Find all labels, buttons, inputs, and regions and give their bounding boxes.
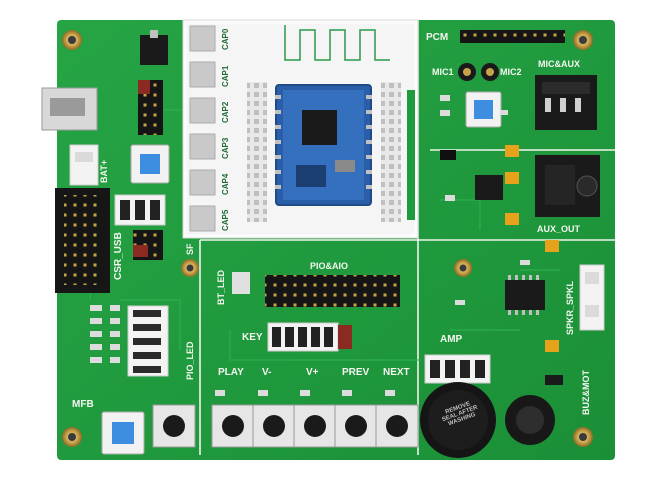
label-cap1: CAP1 (221, 65, 230, 87)
label-aux-out: AUX_OUT (537, 224, 581, 234)
label-amp: AMP (440, 334, 463, 345)
capacitor (505, 145, 519, 157)
label-cap0: CAP0 (221, 28, 230, 50)
label-cap3: CAP3 (221, 137, 230, 159)
label-pio-led: PIO_LED (185, 341, 195, 380)
label-next: NEXT (383, 367, 410, 378)
mounting-holes (62, 30, 593, 447)
label-mfb: MFB (72, 399, 94, 410)
capacitor (545, 240, 559, 252)
capacitor (505, 213, 519, 225)
pio-aio-header (265, 275, 400, 307)
label-buz-mot: BUZ&MOT (581, 370, 591, 415)
tactile-buttons (152, 404, 419, 448)
label-v-minus: V- (262, 367, 272, 378)
amp-ic (505, 280, 545, 310)
label-pio-aio: PIO&AIO (310, 261, 349, 271)
regulator (140, 35, 168, 65)
label-spkr-spkl: SPKR_SPKL (565, 280, 575, 335)
label-mic1: MIC1 (432, 67, 454, 77)
label-v-plus: V+ (306, 367, 319, 378)
label-sf: SF (185, 243, 195, 255)
label-cap4: CAP4 (221, 173, 230, 195)
label-cap2: CAP2 (221, 101, 230, 123)
label-mic2: MIC2 (500, 67, 522, 77)
audio-ic (475, 175, 503, 200)
label-mic-aux: MIC&AUX (538, 59, 580, 69)
capacitor (545, 340, 559, 352)
battery-connector (69, 144, 99, 186)
label-key: KEY (242, 332, 263, 343)
capacitor (505, 172, 519, 184)
adapter-pin-row-right (381, 82, 401, 222)
label-cap5: CAP5 (221, 209, 230, 231)
antenna-trace (284, 25, 390, 61)
label-bt-led: BT_LED (216, 269, 226, 305)
pcm-header (460, 30, 565, 43)
bt-chip (302, 110, 337, 145)
label-pcm: PCM (426, 32, 449, 43)
label-play: PLAY (218, 367, 244, 378)
bt-led (232, 272, 250, 294)
label-bat-plus: BAT+ (99, 159, 109, 183)
label-prev: PREV (342, 367, 370, 378)
cap-pads (189, 25, 216, 232)
label-csr-usb: CSR_USB (113, 232, 124, 280)
adapter-pin-row-left (247, 82, 267, 222)
